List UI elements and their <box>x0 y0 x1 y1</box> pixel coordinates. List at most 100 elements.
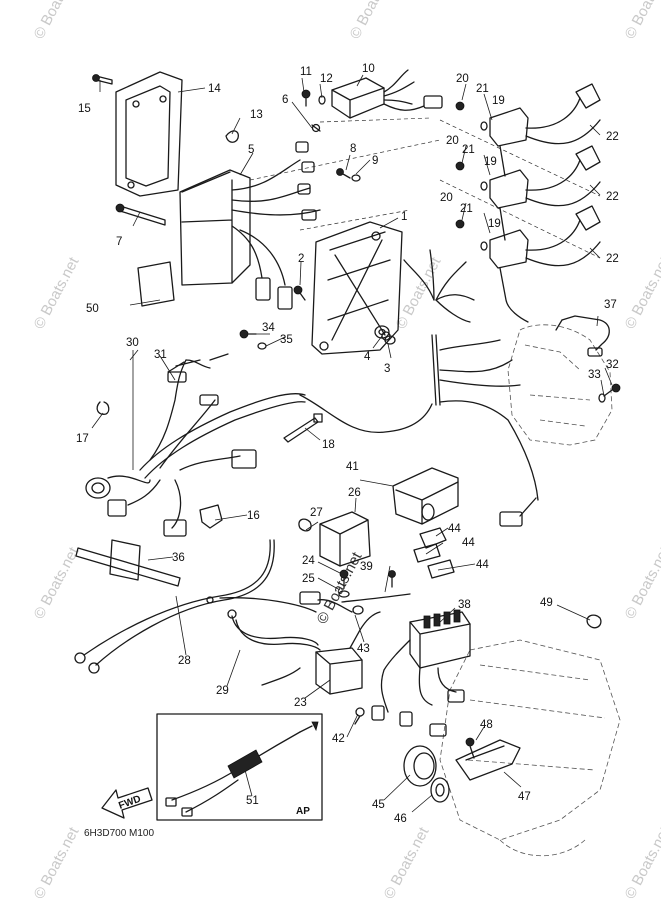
callout-42: 42 <box>332 733 345 745</box>
callout-1: 1 <box>401 211 407 223</box>
callout-39: 39 <box>360 561 373 573</box>
ignition-coil-bottom <box>489 205 601 323</box>
callout-labels: 1 2 3 4 5 6 7 8 9 10 11 12 13 14 15 16 1… <box>76 63 619 825</box>
callout-9: 9 <box>372 155 378 167</box>
callout-18: 18 <box>322 439 335 451</box>
callout-17: 17 <box>76 433 89 445</box>
callout-32: 32 <box>606 359 619 371</box>
inset-box <box>156 713 323 821</box>
callout-22-top: 22 <box>606 131 619 143</box>
callout-34: 34 <box>262 322 275 334</box>
part-44-caps <box>413 527 455 579</box>
part-3-collar <box>384 335 396 345</box>
callout-13: 13 <box>250 109 263 121</box>
part-24-bolt <box>339 569 349 589</box>
callout-28: 28 <box>178 655 191 667</box>
part-27-clip <box>298 518 312 532</box>
callout-31: 31 <box>154 349 167 361</box>
callout-44-mid: 44 <box>462 537 475 549</box>
callout-49: 49 <box>540 597 553 609</box>
part-9-washer <box>351 174 361 182</box>
part-2-bolt <box>293 285 306 301</box>
part-38-relay-block <box>380 609 471 713</box>
watermark-bottom-right: © Boats.net <box>622 824 661 902</box>
callout-21-mid: 21 <box>462 144 475 156</box>
callout-22-mid: 22 <box>606 191 619 203</box>
watermark-top-left: © Boats.net <box>31 0 83 42</box>
part-25-washer <box>338 590 350 598</box>
callout-37: 37 <box>604 299 617 311</box>
part-50-label <box>137 261 175 307</box>
part-17-clamp <box>96 401 110 415</box>
part-43-wire <box>341 593 411 615</box>
callout-25: 25 <box>302 573 315 585</box>
part-35-washer <box>257 342 267 350</box>
part-42-screw <box>354 707 365 725</box>
callout-48: 48 <box>480 719 493 731</box>
part-10-relay <box>331 69 443 119</box>
watermark-bottom-center: © Boats.net <box>381 824 433 902</box>
part-49-clamp <box>586 614 602 629</box>
callout-44-bot: 44 <box>476 559 489 571</box>
part-26-cover <box>319 511 371 567</box>
part-18-cable-tie <box>283 413 323 443</box>
callout-27: 27 <box>310 507 323 519</box>
callout-21-top: 21 <box>476 83 489 95</box>
connectors-lower <box>371 705 447 737</box>
part-46-ring <box>430 777 450 803</box>
callout-46: 46 <box>394 813 407 825</box>
part-5-cdi-unit <box>179 159 321 310</box>
part-28-battery-cable <box>74 539 317 674</box>
part-30-main-harness <box>85 353 306 537</box>
part-1-bracket <box>311 221 403 355</box>
engine-outline <box>507 324 613 446</box>
callout-4: 4 <box>364 351 371 363</box>
watermark-mid-right: © Boats.net <box>622 254 661 332</box>
callout-19-bot: 19 <box>488 218 501 230</box>
callout-15: 15 <box>78 103 91 115</box>
callout-5: 5 <box>248 144 254 156</box>
part-16-clamp <box>199 504 223 529</box>
part-34-bolt <box>239 329 257 339</box>
callout-35: 35 <box>280 334 293 346</box>
part-41-cover <box>392 467 459 525</box>
callout-11: 11 <box>300 66 312 78</box>
part-4-grommet <box>374 325 390 339</box>
callout-7: 7 <box>116 236 122 248</box>
callout-2: 2 <box>298 253 304 265</box>
watermark-mid-left: © Boats.net <box>31 254 83 332</box>
callout-14: 14 <box>208 83 221 95</box>
harness-center <box>299 249 539 501</box>
callout-38: 38 <box>458 599 471 611</box>
callout-45: 45 <box>372 799 385 811</box>
part-15-screw <box>92 74 113 85</box>
part-6-screw <box>311 123 321 133</box>
part-47-bracket <box>455 739 521 781</box>
callout-36: 36 <box>172 552 185 564</box>
part-32-bolt <box>603 383 621 397</box>
callout-44-top: 44 <box>448 523 461 535</box>
inset-tag: AP <box>296 806 310 817</box>
callout-6: 6 <box>282 94 288 106</box>
harness-right-lower <box>499 497 537 527</box>
watermark-low-left: © Boats.net <box>31 544 83 622</box>
callout-26: 26 <box>348 487 361 499</box>
watermark-top-center: © Boats.net <box>347 0 399 42</box>
watermark-top-right: © Boats.net <box>622 0 661 42</box>
callout-20-mid: 20 <box>446 135 459 147</box>
watermark-bottom-left: © Boats.net <box>31 824 83 902</box>
fwd-arrow <box>101 787 153 819</box>
callout-22-bot: 22 <box>606 253 619 265</box>
part-36-holder <box>75 539 181 587</box>
part-23-starter-relay <box>261 591 381 695</box>
callout-23: 23 <box>294 697 307 709</box>
part-33-washer <box>598 393 606 403</box>
part-39-screw <box>388 570 396 588</box>
callout-33: 33 <box>588 369 601 381</box>
part-14-cover <box>115 71 183 197</box>
callout-21-bot: 21 <box>460 203 473 215</box>
part-45-cap <box>403 745 437 787</box>
part-31-connector <box>167 359 201 373</box>
part-37-sensor-wire <box>555 315 610 357</box>
